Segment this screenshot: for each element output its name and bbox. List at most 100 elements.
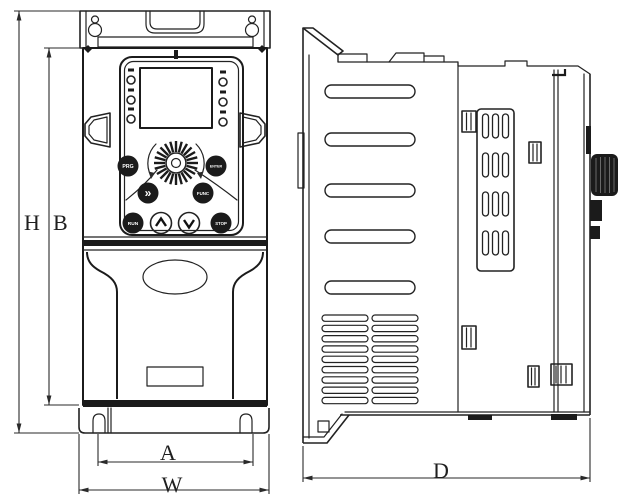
grid-vent-slot [371,345,419,353]
bracket-center-notch [145,10,205,34]
dim-label-H: H [24,210,40,235]
oval-vent-slot [324,84,416,99]
mid-vent-panel [476,108,515,272]
oval-vent-slot [324,280,416,295]
prg-button-label: PRG [122,164,133,170]
enter-button: ENTER [205,155,227,177]
led-label-mark [220,90,226,94]
run-button: RUN [122,212,144,234]
back-plate [297,27,344,443]
bracket-center-notch-inner [149,10,201,30]
vertical-vent-slot [491,152,500,178]
stop-button-label: STOP [215,221,227,226]
dim-label-A: A [160,440,176,465]
grid-vent-slot [321,386,369,395]
side-switch-upper [590,200,602,221]
potentiometer-knob [586,126,618,196]
back-plate-left-tab [297,132,305,189]
led-label-mark [128,68,134,72]
vertical-vent-slot [501,191,510,217]
shift-button-glyph: » [145,186,152,200]
jog-wheel-center [170,157,182,169]
dim-label-W: W [162,472,183,497]
led-indicator [218,117,228,127]
up-button [149,211,173,235]
top-center-tab [174,50,178,59]
dim-overall-depth: D [302,418,591,483]
bezel-wing-right [194,169,238,201]
down-arrow-icon [183,219,195,230]
vertical-vent-slot [481,230,490,256]
foot-slot-right [239,413,253,434]
vertical-vent-slot [491,191,500,217]
side-handle-left [84,112,111,148]
led-indicator [126,75,136,85]
func-button-label: FUNC [197,191,210,196]
dim-mounting-width: A [97,434,254,466]
led-indicator [126,114,136,124]
vertical-vent-slot [501,230,510,256]
dim-label-B: B [53,210,68,235]
grid-vent-slot [321,355,369,364]
front-lower-grille [550,363,573,386]
front-view: PRG ENTER » FUNC RUN [78,10,271,434]
heatsink-oval-vents [324,84,416,295]
bottom-mounting-feet [78,407,270,434]
up-arrow-icon [155,216,167,227]
corner-mark-left [84,45,92,53]
wheel-arrow-right-head [197,171,204,179]
led-label-mark [220,110,226,114]
dim-body-height: B [44,47,83,406]
oval-vent-slot [324,183,416,198]
run-button-label: RUN [128,221,139,227]
dim-overall-width: W [78,434,270,497]
grid-vent-slot [371,335,419,343]
lower-cover [83,251,267,407]
bracket-lower-bar [97,36,254,48]
cover-bottom-band [83,400,267,407]
bottom-tab-2 [551,414,577,420]
led-label-mark [128,88,134,92]
side-bottom [302,411,591,444]
grid-vent-slot [371,386,419,395]
stop-button: STOP [210,212,232,234]
dim-overall-height: H [14,10,80,434]
keyhole-mounting-hole-left [87,15,103,38]
led-label-mark [128,107,134,111]
led-indicator [126,95,136,105]
shift-button: » [137,182,159,204]
bottom-tab-1 [468,415,492,420]
down-button [177,211,201,235]
grid-vent-slot [321,396,369,405]
vertical-vent-slot [491,230,500,256]
cover-curve-left [86,251,118,399]
side-view [297,27,618,444]
clip-lower [461,325,477,350]
logo-oval [142,259,208,295]
oval-vent-slot [324,132,416,147]
wheel-arrow-left [147,143,157,177]
grid-vent-slot [321,314,369,322]
vertical-vent-slot [491,113,500,139]
nameplate-label [146,366,204,387]
clip-mid [528,141,542,164]
top-mounting-bracket [79,10,271,49]
dimension-annotations: H B A W [14,10,591,497]
corner-mark-right [258,45,266,53]
dim-label-D: D [433,458,449,483]
din-foot-inner [302,413,343,438]
back-plate-top-tab [302,27,344,56]
grid-vent-slot [371,314,419,322]
heatsink-vent-grid [321,314,419,405]
grid-vent-slot [321,376,369,384]
grid-vent-slot [321,345,369,353]
cover-curve-right [232,251,264,399]
din-foot-notch [317,420,330,433]
led-indicators-right [218,70,228,127]
keyhole-mounting-hole-right [244,15,260,38]
keypad: PRG ENTER » FUNC RUN [117,56,244,236]
led-indicator [218,77,228,87]
front-top-clip-mark [552,69,567,77]
